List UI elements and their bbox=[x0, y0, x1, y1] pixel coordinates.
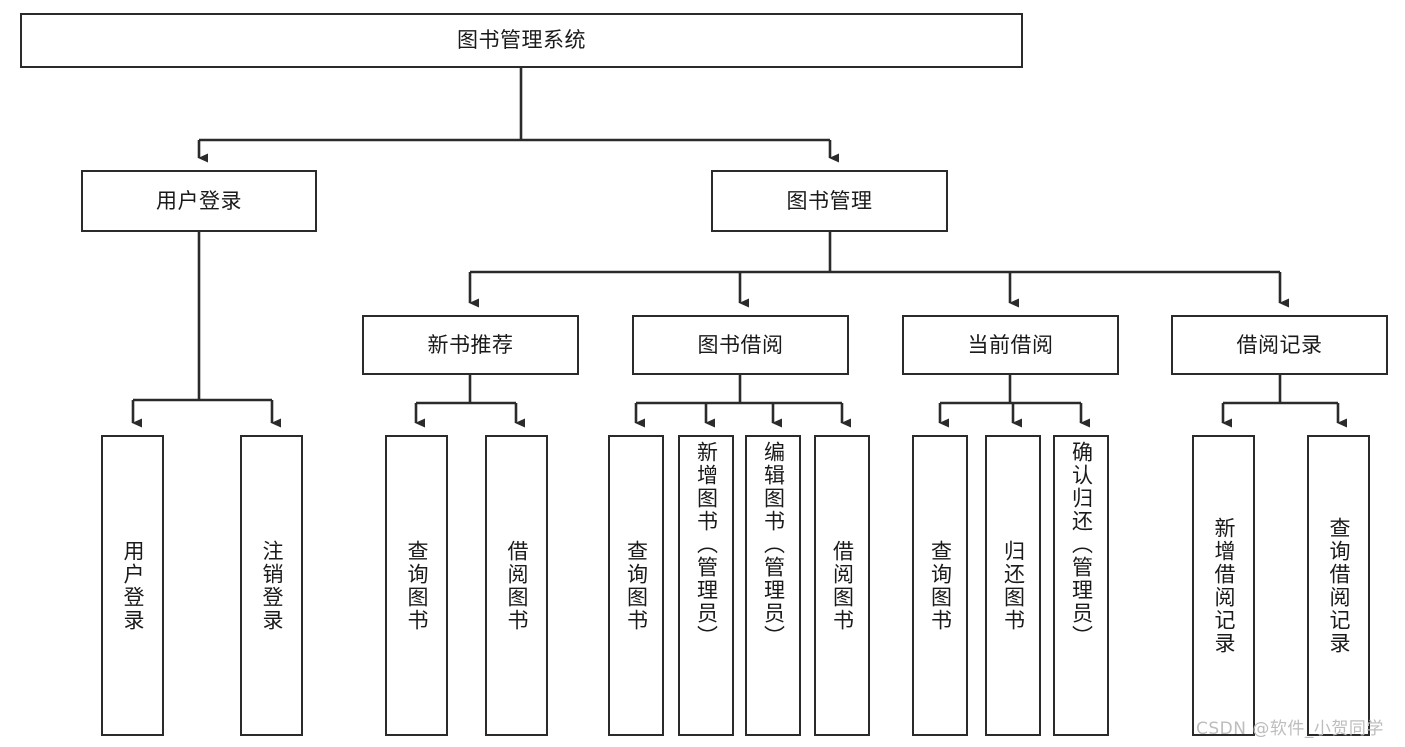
node-leaf-borrow-book-rec-label: 借阅图书 bbox=[505, 539, 529, 632]
node-leaf-query-record[interactable]: 查询借阅记录 bbox=[1307, 435, 1370, 736]
node-leaf-borrow-book-rec[interactable]: 借阅图书 bbox=[485, 435, 548, 736]
node-new-book-rec-label: 新书推荐 bbox=[427, 332, 514, 357]
node-leaf-return-book[interactable]: 归还图书 bbox=[985, 435, 1041, 736]
node-leaf-confirm-return-label: 确认归还（管理员） bbox=[1069, 441, 1094, 648]
node-leaf-edit-book-label: 编辑图书（管理员） bbox=[761, 441, 786, 648]
node-leaf-add-record-label: 新增借阅记录 bbox=[1212, 516, 1236, 655]
node-leaf-query-book-cur-label: 查询图书 bbox=[928, 539, 953, 632]
node-user-login[interactable]: 用户登录 bbox=[81, 170, 317, 232]
node-leaf-add-record[interactable]: 新增借阅记录 bbox=[1192, 435, 1255, 736]
node-borrow-record[interactable]: 借阅记录 bbox=[1171, 315, 1388, 375]
node-leaf-return-book-label: 归还图书 bbox=[1001, 539, 1026, 632]
node-leaf-user-logout-label: 注销登录 bbox=[260, 539, 284, 632]
node-leaf-confirm-return[interactable]: 确认归还（管理员） bbox=[1053, 435, 1109, 736]
node-book-manage[interactable]: 图书管理 bbox=[711, 170, 948, 232]
node-leaf-query-book-rec-label: 查询图书 bbox=[405, 539, 429, 632]
node-root-label: 图书管理系统 bbox=[457, 28, 586, 53]
node-leaf-user-login[interactable]: 用户登录 bbox=[101, 435, 164, 736]
node-current-borrow-label: 当前借阅 bbox=[967, 332, 1054, 357]
node-leaf-user-login-label: 用户登录 bbox=[121, 539, 145, 632]
node-leaf-query-book-borrow-label: 查询图书 bbox=[624, 539, 649, 632]
node-leaf-query-book-rec[interactable]: 查询图书 bbox=[385, 435, 448, 736]
watermark-text: CSDN @软件_小贺同学 bbox=[1196, 719, 1384, 739]
node-leaf-edit-book[interactable]: 编辑图书（管理员） bbox=[745, 435, 801, 736]
node-book-borrow-label: 图书借阅 bbox=[697, 332, 784, 357]
node-leaf-add-book-label: 新增图书（管理员） bbox=[694, 441, 719, 648]
node-leaf-query-book-cur[interactable]: 查询图书 bbox=[912, 435, 968, 736]
node-leaf-add-book[interactable]: 新增图书（管理员） bbox=[678, 435, 734, 736]
node-leaf-query-book-borrow[interactable]: 查询图书 bbox=[608, 435, 664, 736]
node-leaf-borrow-book-label: 借阅图书 bbox=[830, 539, 855, 632]
node-leaf-user-logout[interactable]: 注销登录 bbox=[240, 435, 303, 736]
node-book-borrow[interactable]: 图书借阅 bbox=[632, 315, 849, 375]
node-new-book-rec[interactable]: 新书推荐 bbox=[362, 315, 579, 375]
node-root[interactable]: 图书管理系统 bbox=[20, 13, 1023, 68]
node-leaf-query-record-label: 查询借阅记录 bbox=[1327, 516, 1351, 655]
node-leaf-borrow-book[interactable]: 借阅图书 bbox=[814, 435, 870, 736]
node-user-login-label: 用户登录 bbox=[156, 188, 242, 213]
node-book-manage-label: 图书管理 bbox=[786, 188, 873, 213]
node-borrow-record-label: 借阅记录 bbox=[1236, 332, 1323, 357]
node-current-borrow[interactable]: 当前借阅 bbox=[902, 315, 1119, 375]
